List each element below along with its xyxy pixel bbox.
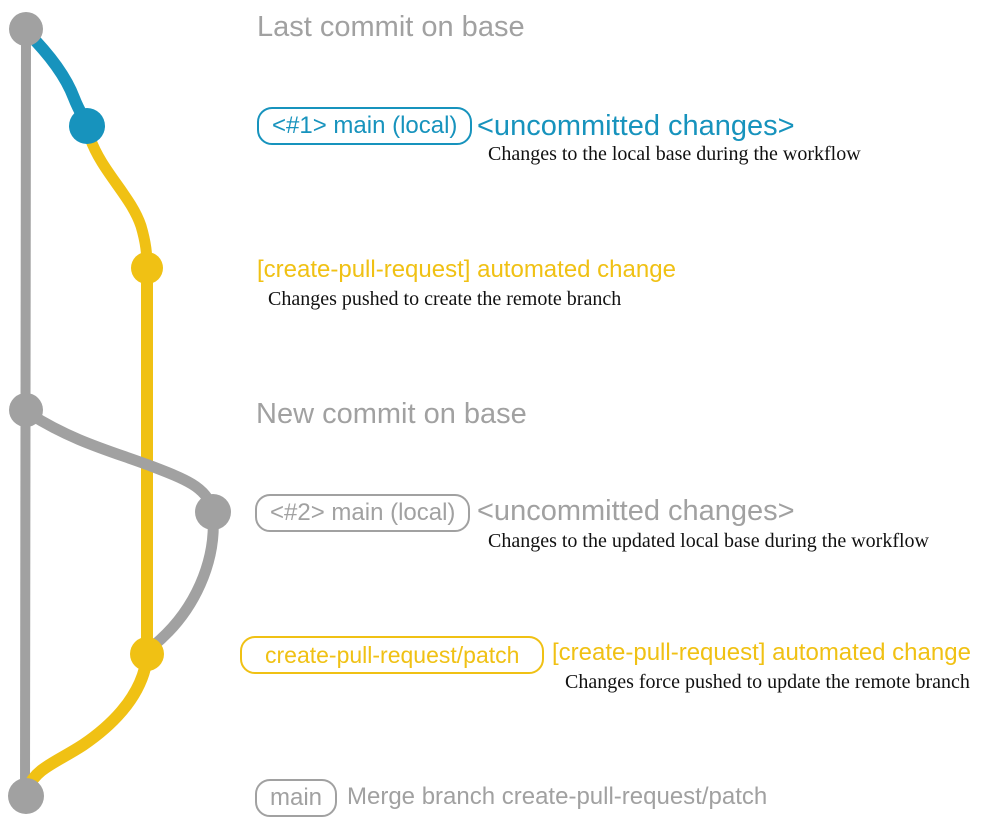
branch-badge-main-local-1: <#1> main (local) [257,107,473,145]
label-automated-change-1: [create-pull-request] automated change [257,256,676,283]
label-automated-change-2: [create-pull-request] automated change [552,639,971,666]
desc-local-base-changes: Changes to the local base during the wor… [488,143,861,165]
commit-node-base-tip [9,12,43,46]
desc-push-create-remote: Changes pushed to create the remote bran… [268,288,622,310]
edge-base-to-local2 [24,408,218,514]
commit-node-main-local-1 [69,108,105,144]
commit-node-patch-1 [131,252,163,284]
commit-node-patch-2 [130,637,164,671]
branch-badge-main: main [255,779,338,817]
label-uncommitted-changes-2: <uncommitted changes> [477,495,795,527]
desc-force-push-remote: Changes force pushed to update the remot… [565,671,970,693]
label-uncommitted-changes-1: <uncommitted changes> [477,110,795,142]
label-merge-branch: Merge branch create-pull-request/patch [347,783,768,810]
branch-badge-main-local-2: <#2> main (local) [255,494,471,532]
edge-local2-to-patch2 [147,510,219,652]
desc-updated-local-base-changes: Changes to the updated local base during… [488,530,929,552]
edge-local1-to-patch1 [84,132,153,274]
commit-node-base-new [9,393,43,427]
commit-node-merge [8,778,44,814]
branch-badge-patch: create-pull-request/patch [240,636,545,674]
label-last-commit-on-base: Last commit on base [257,11,525,43]
edge-patch2-to-merge [22,662,151,794]
commit-node-main-local-2 [195,494,231,530]
label-new-commit-on-base: New commit on base [256,398,527,430]
